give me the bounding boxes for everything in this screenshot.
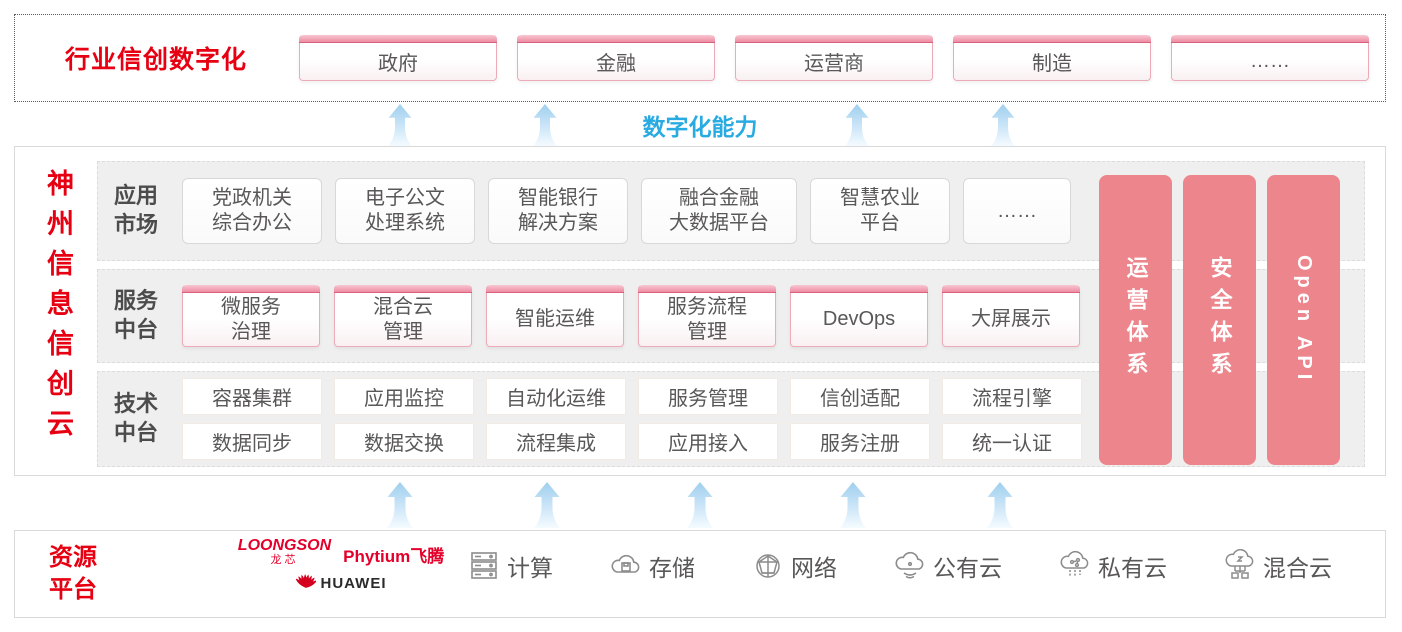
hybrid-cloud-icon: [1223, 549, 1257, 583]
platform-box: 神州信息信创云 应用 市场 党政机关 综合办公 电子公文 处理系统 智能银行 解…: [14, 146, 1386, 476]
up-arrow-icon: [989, 104, 1017, 146]
tech-card: 应用接入: [638, 423, 778, 460]
loongson-logo-cn: 龙芯: [270, 554, 299, 566]
compute-server-icon: [467, 549, 501, 583]
app-card-list: 党政机关 综合办公 电子公文 处理系统 智能银行 解决方案 融合金融 大数据平台…: [182, 178, 1071, 244]
app-card: 党政机关 综合办公: [182, 178, 322, 244]
app-market-row: 应用 市场 党政机关 综合办公 电子公文 处理系统 智能银行 解决方案 融合金融…: [97, 161, 1365, 261]
service-card: 混合云 管理: [334, 285, 472, 347]
industry-card-label: ……: [1250, 50, 1290, 72]
industry-card-operator: 运营商: [735, 35, 933, 81]
up-arrow-icon: [685, 482, 715, 528]
capability-label: 数字化能力: [642, 114, 758, 140]
industry-card-label: 政府: [378, 53, 418, 75]
huawei-logo-text: HUAWEI: [320, 575, 387, 592]
up-arrow-icon: [532, 482, 562, 528]
tech-card: 服务注册: [790, 423, 930, 460]
industry-card-label: 运营商: [804, 53, 864, 75]
up-arrow-icon: [838, 482, 868, 528]
tech-card: 服务管理: [638, 378, 778, 415]
tech-card: 信创适配: [790, 378, 930, 415]
up-arrow-icon: [386, 104, 414, 146]
industry-banner-title: 行业信创数字化: [65, 46, 248, 74]
resource-item-label: 混合云: [1263, 555, 1332, 581]
app-card-more: ……: [963, 178, 1071, 244]
public-cloud-icon: [893, 549, 927, 583]
up-arrow-icon: [385, 482, 415, 528]
resource-item-label: 私有云: [1098, 555, 1167, 581]
loongson-logo: LOONGSON 龙芯: [237, 537, 332, 567]
app-card: 智慧农业 平台: [810, 178, 950, 244]
service-card: 服务流程 管理: [638, 285, 776, 347]
tech-card-grid: 容器集群 应用监控 自动化运维 服务管理 信创适配 流程引擎 数据同步 数据交换…: [182, 378, 1082, 460]
resource-item-label: 网络: [791, 555, 837, 581]
app-card: 融合金融 大数据平台: [641, 178, 797, 244]
industry-card-label: 制造: [1032, 53, 1072, 75]
service-card: 微服务 治理: [182, 285, 320, 347]
vendor-logos: LOONGSON 龙芯 Phytium飞腾: [211, 538, 471, 595]
storage-cloud-icon: [609, 549, 643, 583]
huawei-logo: HUAWEI: [211, 572, 471, 595]
network-globe-icon: [751, 549, 785, 583]
resource-item-compute: 计算: [467, 549, 553, 583]
tech-row: 技术 中台 容器集群 应用监控 自动化运维 服务管理 信创适配 流程引擎 数据同…: [97, 371, 1365, 467]
resource-item-private-cloud: 私有云: [1058, 549, 1167, 583]
app-card: 智能银行 解决方案: [488, 178, 628, 244]
tech-card: 数据交换: [334, 423, 474, 460]
industry-card-label: 金融: [596, 53, 636, 75]
loongson-logo-text: LOONGSON: [237, 537, 332, 554]
resource-item-hybrid-cloud: 混合云: [1223, 549, 1332, 583]
industry-banner: 行业信创数字化 政府 金融 运营商 制造 ……: [14, 14, 1386, 102]
resource-item-network: 网络: [751, 549, 837, 583]
huawei-flower-icon: [295, 572, 317, 595]
industry-card-government: 政府: [299, 35, 497, 81]
industry-list: 政府 金融 运营商 制造 ……: [299, 35, 1369, 81]
app-card: 电子公文 处理系统: [335, 178, 475, 244]
up-arrow-icon: [531, 104, 559, 146]
resource-title: 资源 平台: [49, 544, 97, 604]
app-market-row-label: 应用 市场: [114, 183, 159, 237]
phytium-logo: Phytium飞腾: [343, 547, 445, 566]
service-row: 服务 中台 微服务 治理 混合云 管理 智能运维 服务流程 管理 DevOps …: [97, 269, 1365, 363]
resource-item-list: 计算 存储 网络: [467, 549, 1332, 583]
tech-row-label: 技术 中台: [114, 391, 159, 445]
resource-box: 资源 平台 LOONGSON 龙芯 Phytium飞腾: [14, 530, 1386, 618]
tech-card: 数据同步: [182, 423, 322, 460]
side-bar-operations: 运营体系: [1099, 175, 1172, 465]
service-card-list: 微服务 治理 混合云 管理 智能运维 服务流程 管理 DevOps 大屏展示: [182, 285, 1080, 347]
resource-item-label: 计算: [507, 555, 553, 581]
up-arrow-icon: [985, 482, 1015, 528]
tech-card: 容器集群: [182, 378, 322, 415]
industry-card-more: ……: [1171, 35, 1369, 81]
side-bar-open-api: Open API: [1267, 175, 1340, 465]
up-arrow-icon: [843, 104, 871, 146]
platform-title: 神州信息信创云: [43, 169, 73, 449]
resource-item-label: 公有云: [933, 555, 1002, 581]
tech-card: 统一认证: [942, 423, 1082, 460]
resource-item-storage: 存储: [609, 549, 695, 583]
tech-card: 流程引擎: [942, 378, 1082, 415]
service-card: DevOps: [790, 285, 928, 347]
private-cloud-icon: [1058, 549, 1092, 583]
service-card: 智能运维: [486, 285, 624, 347]
service-row-label: 服务 中台: [114, 288, 159, 342]
tech-card: 流程集成: [486, 423, 626, 460]
resource-item-public-cloud: 公有云: [893, 549, 1002, 583]
industry-card-manufacturing: 制造: [953, 35, 1151, 81]
service-card: 大屏展示: [942, 285, 1080, 347]
tech-card: 应用监控: [334, 378, 474, 415]
industry-card-finance: 金融: [517, 35, 715, 81]
tech-card: 自动化运维: [486, 378, 626, 415]
resource-item-label: 存储: [649, 555, 695, 581]
side-bar-security: 安全体系: [1183, 175, 1256, 465]
